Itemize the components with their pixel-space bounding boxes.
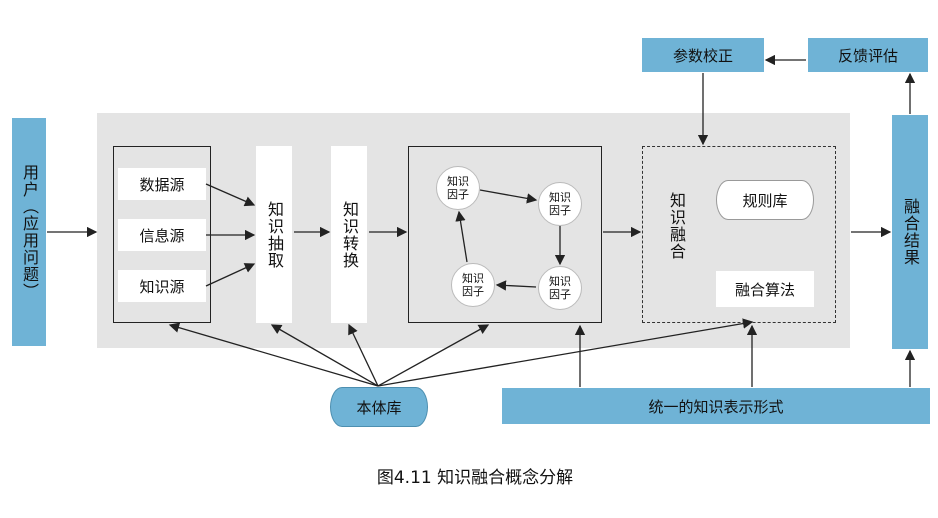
factor-node-top-left: 知识因子 bbox=[436, 166, 480, 210]
feedback-eval-box: 反馈评估 bbox=[808, 38, 928, 72]
unified-representation-bar: 统一的知识表示形式 bbox=[502, 388, 930, 424]
data-source-box: 数据源 bbox=[118, 168, 206, 200]
user-bar: 用户（应用问题） bbox=[12, 118, 46, 346]
extraction-box: 知识抽取 bbox=[256, 146, 292, 323]
factor-node-bottom-left: 知识因子 bbox=[451, 263, 495, 307]
ontology-cylinder: 本体库 bbox=[330, 387, 428, 427]
factor-node-bottom-right: 知识因子 bbox=[538, 266, 582, 310]
transformation-box: 知识转换 bbox=[331, 146, 367, 323]
info-source-box: 信息源 bbox=[118, 219, 206, 251]
fusion-label: 知识融合 bbox=[667, 192, 686, 260]
param-calibration-box: 参数校正 bbox=[642, 38, 764, 72]
fusion-algorithm-box: 融合算法 bbox=[716, 271, 814, 307]
result-bar: 融合结果 bbox=[892, 115, 928, 349]
factor-node-top-right: 知识因子 bbox=[538, 182, 582, 226]
figure-caption: 图4.11 知识融合概念分解 bbox=[376, 468, 574, 488]
knowledge-source-box: 知识源 bbox=[118, 270, 206, 302]
rule-base-cylinder: 规则库 bbox=[716, 180, 814, 220]
